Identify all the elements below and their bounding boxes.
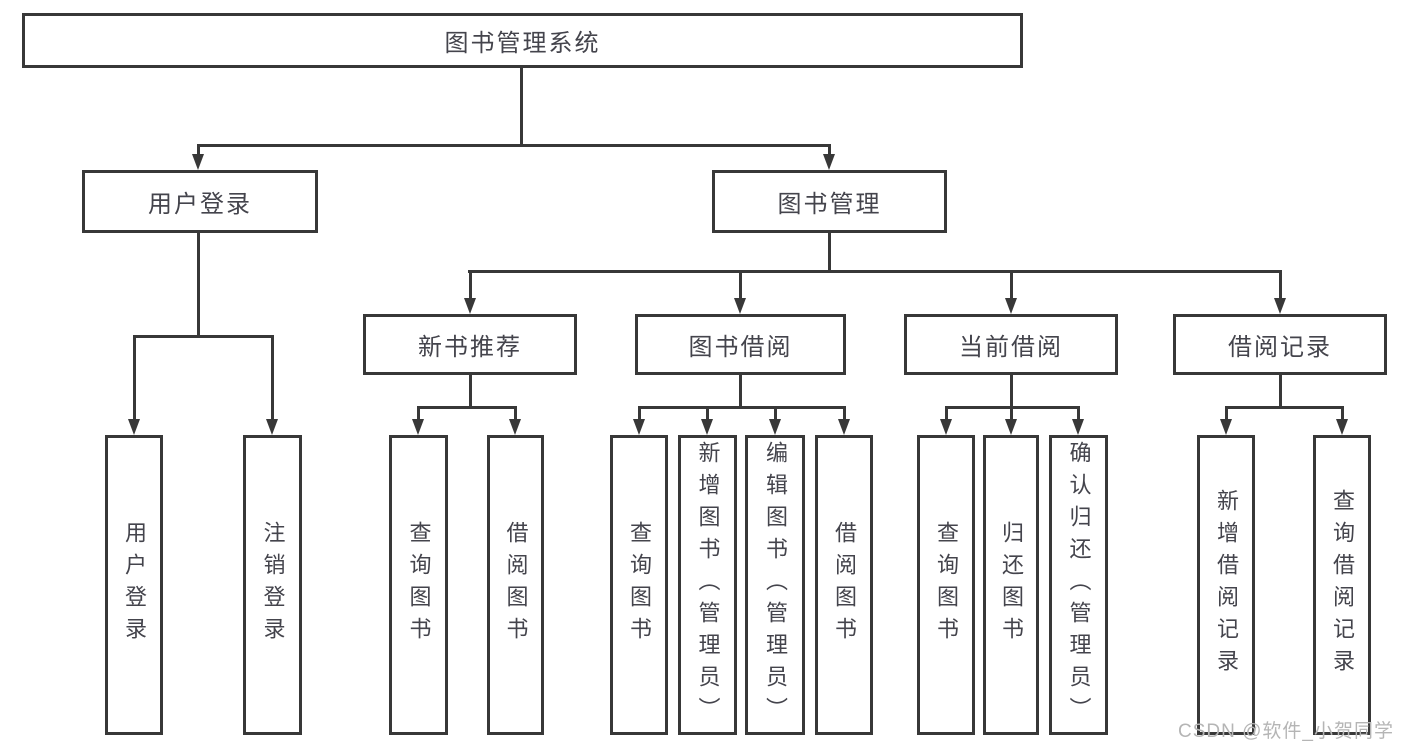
connector-segment [1279, 270, 1282, 300]
node-label: 图书管理系统 [444, 30, 601, 57]
connector-segment [1010, 270, 1013, 300]
watermark: CSDN @软件_小贺同学 [1178, 721, 1394, 742]
leaf-logout: 注销登录 [243, 435, 302, 735]
connector-segment [843, 406, 846, 421]
node-new-book-recommend: 新书推荐 [363, 314, 577, 375]
connector-segment [271, 335, 274, 421]
connector-segment [1225, 406, 1343, 409]
node-book-management: 图书管理 [712, 170, 947, 233]
connector-segment [1279, 375, 1282, 406]
leaf-label: 新增图书（管理员） [695, 441, 721, 729]
node-label: 图书借阅 [688, 334, 793, 361]
arrow-down [701, 419, 713, 435]
connector-segment [1077, 406, 1080, 421]
arrow-down [128, 419, 140, 435]
leaf-label: 查询图书 [627, 521, 652, 649]
leaf-add-books-admin: 新增图书（管理员） [678, 435, 737, 735]
connector-segment [133, 335, 274, 338]
leaf-borrow-books: 借阅图书 [815, 435, 873, 735]
arrow-down [412, 419, 424, 435]
connector-segment [417, 406, 420, 421]
connector-segment [774, 406, 777, 421]
connector-segment [469, 270, 472, 300]
connector-segment [828, 144, 831, 158]
connector-segment [706, 406, 709, 421]
leaf-label: 查询图书 [406, 521, 432, 649]
leaf-query-books-borrow: 查询图书 [610, 435, 668, 735]
arrow-down [734, 298, 746, 314]
connector-segment [1225, 406, 1228, 421]
leaf-label: 借阅图书 [503, 521, 529, 649]
connector-segment [468, 270, 1282, 273]
connector-segment [638, 406, 641, 421]
connector-segment [1010, 375, 1013, 406]
leaf-label: 查询图书 [934, 521, 959, 649]
arrow-down [940, 419, 952, 435]
connector-segment [417, 406, 516, 409]
node-label: 借阅记录 [1228, 334, 1332, 361]
leaf-label: 用户登录 [122, 521, 147, 649]
connector-segment [1010, 406, 1013, 421]
connector-segment [514, 406, 517, 421]
connector-segment [197, 144, 831, 147]
arrow-down [1274, 298, 1286, 314]
leaf-query-borrow-record: 查询借阅记录 [1313, 435, 1371, 735]
leaf-query-books-recommend: 查询图书 [389, 435, 448, 735]
arrow-down [1336, 419, 1348, 435]
leaf-borrow-books-recommend: 借阅图书 [487, 435, 544, 735]
arrow-down [1220, 419, 1232, 435]
connector-segment [197, 144, 200, 158]
arrow-down [192, 154, 204, 170]
node-borrow-records: 借阅记录 [1173, 314, 1387, 375]
connector-segment [1341, 406, 1344, 421]
node-user-login: 用户登录 [82, 170, 318, 233]
leaf-label: 借阅图书 [832, 521, 857, 649]
arrow-down [838, 419, 850, 435]
arrow-down [769, 419, 781, 435]
node-label: 图书管理 [777, 191, 882, 218]
leaf-confirm-return-admin: 确认归还（管理员） [1049, 435, 1108, 735]
node-label: 当前借阅 [959, 334, 1063, 361]
connector-segment [469, 375, 472, 406]
connector-segment [197, 233, 200, 335]
node-label: 用户登录 [148, 191, 252, 218]
leaf-label: 查询借阅记录 [1330, 489, 1355, 681]
connector-segment [945, 406, 948, 421]
arrow-down [633, 419, 645, 435]
arrow-down [464, 298, 476, 314]
connector-segment [520, 68, 523, 144]
node-label: 新书推荐 [418, 334, 522, 361]
connector-segment [133, 335, 136, 421]
leaf-label: 归还图书 [999, 521, 1024, 649]
arrow-down [1072, 419, 1084, 435]
connector-segment [739, 375, 742, 406]
node-library-management-system: 图书管理系统 [22, 13, 1023, 68]
leaf-label: 编辑图书（管理员） [763, 441, 788, 729]
leaf-label: 新增借阅记录 [1214, 489, 1239, 681]
arrow-down [1005, 419, 1017, 435]
leaf-label: 注销登录 [260, 521, 286, 649]
arrow-down [823, 154, 835, 170]
arrow-down [1005, 298, 1017, 314]
leaf-user-login: 用户登录 [105, 435, 163, 735]
connector-segment [828, 233, 831, 270]
leaf-label: 确认归还（管理员） [1066, 441, 1092, 729]
leaf-query-books-current: 查询图书 [917, 435, 975, 735]
leaf-return-books: 归还图书 [983, 435, 1039, 735]
node-current-borrow: 当前借阅 [904, 314, 1118, 375]
arrow-down [509, 419, 521, 435]
connector-segment [739, 270, 742, 300]
leaf-edit-books-admin: 编辑图书（管理员） [745, 435, 805, 735]
connector-segment [638, 406, 845, 409]
node-book-borrow: 图书借阅 [635, 314, 846, 375]
leaf-add-borrow-record: 新增借阅记录 [1197, 435, 1255, 735]
arrow-down [266, 419, 278, 435]
